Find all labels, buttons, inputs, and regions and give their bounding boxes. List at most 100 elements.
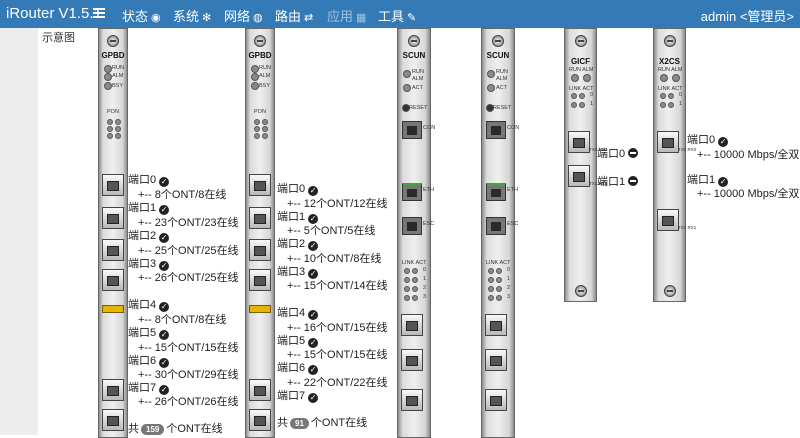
led-label: ALM bbox=[259, 73, 271, 79]
gpbd2-port-6[interactable]: 端口6✓ bbox=[277, 362, 319, 375]
gicf-card[interactable]: GICF RUN ALM LINK ACT 0 1 TX0 RX0 TX1 RX… bbox=[564, 28, 607, 302]
gicf-port-1[interactable]: 端口1 bbox=[597, 173, 639, 189]
sfp-port-icon bbox=[568, 131, 590, 153]
gpbd1-port-7[interactable]: 端口7✓ bbox=[128, 382, 170, 395]
gpbd2-port-7[interactable]: 端口7✓ bbox=[277, 390, 319, 403]
gpbd2-port-1-detail: +-- 5个ONT/5在线 bbox=[287, 225, 376, 237]
screw-icon bbox=[492, 35, 504, 47]
link-led-icon bbox=[660, 102, 666, 108]
act-led-icon bbox=[403, 84, 411, 92]
x2cs-card[interactable]: X2CS RUN ALM LINK ACT 0 1 TX0 RX0 TX1 RX… bbox=[653, 28, 696, 302]
con-port-icon bbox=[486, 121, 506, 139]
sfp-port-icon bbox=[102, 379, 124, 401]
bsy-led-icon bbox=[104, 82, 112, 90]
gpbd2-port-1[interactable]: 端口1✓ bbox=[277, 211, 319, 224]
led-label: RUN ALM bbox=[658, 67, 683, 73]
check-circle-icon: ✓ bbox=[308, 338, 319, 348]
led-label: ALM bbox=[496, 76, 508, 82]
pon-led-icon bbox=[115, 119, 121, 125]
reset-button-icon[interactable] bbox=[402, 104, 410, 112]
nav-routing[interactable]: 路由⇄ bbox=[275, 9, 314, 24]
port-label: ETH bbox=[423, 187, 434, 193]
check-circle-icon: ✓ bbox=[718, 177, 729, 187]
user-menu[interactable]: admin <管理员> bbox=[700, 9, 794, 24]
gpbd1-port-6[interactable]: 端口6✓ bbox=[128, 355, 170, 368]
pon-led-icon bbox=[262, 126, 268, 132]
gpbd1-port-5[interactable]: 端口5✓ bbox=[128, 327, 170, 340]
gpbd2-port-4[interactable]: 端口4✓ bbox=[277, 307, 319, 320]
x2cs-port-0[interactable]: 端口0✓ bbox=[687, 134, 729, 147]
nav-apps[interactable]: 应用▦ bbox=[327, 9, 367, 24]
led-label: RUN bbox=[112, 65, 124, 71]
gicf-port-0[interactable]: 端口0 bbox=[597, 145, 639, 161]
act-led-icon bbox=[412, 268, 418, 274]
sfp-port-icon bbox=[249, 239, 271, 261]
card-title: SCUN bbox=[486, 51, 510, 60]
screw-icon bbox=[575, 285, 587, 297]
act-led-icon bbox=[496, 277, 502, 283]
check-circle-icon: ✓ bbox=[159, 330, 170, 340]
sfp-port-icon bbox=[485, 389, 507, 411]
gpbd2-port-5[interactable]: 端口5✓ bbox=[277, 335, 319, 348]
row-label: 0 bbox=[423, 267, 427, 273]
scun-card-1[interactable]: SCUN RUN ALM ACT RESET CON ETH ESC LINK … bbox=[397, 28, 435, 438]
check-circle-icon: ✓ bbox=[308, 393, 319, 403]
check-circle-icon: ✓ bbox=[159, 177, 170, 187]
scun-card-2[interactable]: SCUN RUN ALM ACT RESET CON ETH ESC LINK … bbox=[481, 28, 519, 438]
act-led-icon bbox=[668, 102, 674, 108]
led-label: BSY bbox=[112, 83, 124, 89]
tx-label: TX1 RX1 bbox=[589, 181, 608, 186]
gpbd1-port-0[interactable]: 端口0✓ bbox=[128, 174, 170, 187]
gpbd-card-1[interactable]: GPBD RUN ALM BSY PON bbox=[98, 28, 128, 438]
gpbd1-port-7-detail: +-- 26个ONT/26在线 bbox=[138, 396, 239, 408]
ont-count-badge: 159 bbox=[141, 424, 165, 435]
sfp-port-icon bbox=[102, 409, 124, 431]
gpbd2-port-5-detail: +-- 15个ONT/15在线 bbox=[287, 349, 388, 361]
screw-icon bbox=[664, 285, 676, 297]
sfp-port-icon bbox=[657, 131, 679, 153]
pon-led-icon bbox=[254, 126, 260, 132]
led-label: ACT bbox=[496, 85, 507, 91]
gpbd2-port-2[interactable]: 端口2✓ bbox=[277, 238, 319, 251]
sfp-port-icon bbox=[657, 209, 679, 231]
x2cs-port-1[interactable]: 端口1✓ bbox=[687, 174, 729, 187]
row-label: 0 bbox=[679, 92, 683, 98]
run-led-icon bbox=[104, 65, 112, 73]
eth-port-icon bbox=[486, 183, 506, 201]
gpbd1-port-0-detail: +-- 8个ONT/8在线 bbox=[138, 189, 227, 201]
nav-system[interactable]: 系统✻ bbox=[173, 9, 212, 24]
pon-led-icon bbox=[262, 133, 268, 139]
nav-tools[interactable]: 工具✎ bbox=[378, 9, 417, 24]
gpbd1-port-1[interactable]: 端口1✓ bbox=[128, 202, 170, 215]
nav-network[interactable]: 网络◍ bbox=[224, 9, 263, 24]
gpbd1-port-3[interactable]: 端口3✓ bbox=[128, 258, 170, 271]
menu-toggle-icon[interactable] bbox=[93, 8, 105, 18]
check-circle-icon: ✓ bbox=[308, 214, 319, 224]
brand-title[interactable]: iRouter V1.5.1 bbox=[6, 5, 102, 22]
pon-led-icon bbox=[115, 133, 121, 139]
card-title: SCUN bbox=[402, 51, 426, 60]
screw-icon bbox=[408, 35, 420, 47]
nav-status[interactable]: 状态◉ bbox=[122, 9, 161, 24]
pon-label: PON bbox=[254, 109, 266, 115]
gpbd1-port-2[interactable]: 端口2✓ bbox=[128, 230, 170, 243]
led-label: ALM bbox=[112, 73, 124, 79]
screw-icon bbox=[575, 35, 587, 47]
reset-button-icon[interactable] bbox=[486, 104, 494, 112]
act-led-icon bbox=[579, 93, 585, 99]
grid-icon: ▦ bbox=[356, 12, 367, 24]
alm-led-icon bbox=[251, 73, 259, 81]
gpbd2-port-3[interactable]: 端口3✓ bbox=[277, 266, 319, 279]
gpbd1-port-4[interactable]: 端口4✓ bbox=[128, 299, 170, 312]
tx-label: TX0 RX0 bbox=[589, 147, 608, 152]
card-title: GICF bbox=[570, 57, 591, 66]
sfp-port-icon bbox=[249, 409, 271, 431]
screw-icon bbox=[254, 35, 266, 47]
gpbd-card-2[interactable]: GPBD RUN ALM BSY PON bbox=[245, 28, 275, 438]
gpbd2-port-0[interactable]: 端口0✓ bbox=[277, 183, 319, 196]
warning-label-icon bbox=[102, 305, 124, 313]
esc-port-icon bbox=[402, 217, 422, 235]
sfp-port-icon bbox=[401, 389, 423, 411]
act-led-icon bbox=[496, 286, 502, 292]
row-label: 1 bbox=[590, 101, 594, 107]
